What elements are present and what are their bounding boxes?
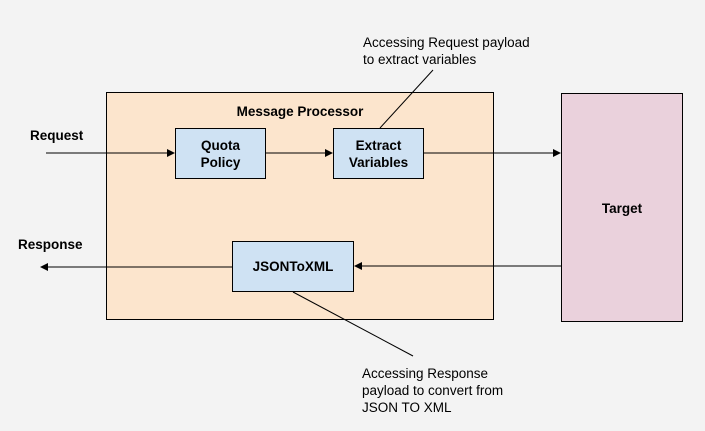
response-note-line-3: JSON TO XML <box>362 400 452 415</box>
response-label: Response <box>18 237 83 252</box>
quota-policy-node: Quota Policy <box>175 128 266 179</box>
request-note-line-1: Accessing Request payload <box>363 35 530 50</box>
request-label: Request <box>30 128 84 143</box>
request-payload-note: Accessing Request payload to extract var… <box>363 34 530 68</box>
extract-variables-node: Extract Variables <box>333 128 424 179</box>
response-note-line-1: Accessing Response <box>362 366 489 381</box>
json-to-xml-label: JSONToXML <box>252 259 334 274</box>
quota-policy-line-2: Policy <box>200 154 241 170</box>
target-label: Target <box>601 201 643 216</box>
extract-variables-line-1: Extract <box>355 137 402 153</box>
response-note-line-2: payload to convert from <box>362 383 504 398</box>
response-payload-note: Accessing Response payload to convert fr… <box>362 365 503 416</box>
json-to-xml-node: JSONToXML <box>232 241 354 292</box>
extract-variables-line-2: Variables <box>348 154 409 170</box>
request-note-line-2: to extract variables <box>363 52 477 67</box>
quota-policy-line-1: Quota <box>201 137 240 153</box>
target-box <box>561 93 683 322</box>
message-processor-title: Message Processor <box>236 104 364 119</box>
